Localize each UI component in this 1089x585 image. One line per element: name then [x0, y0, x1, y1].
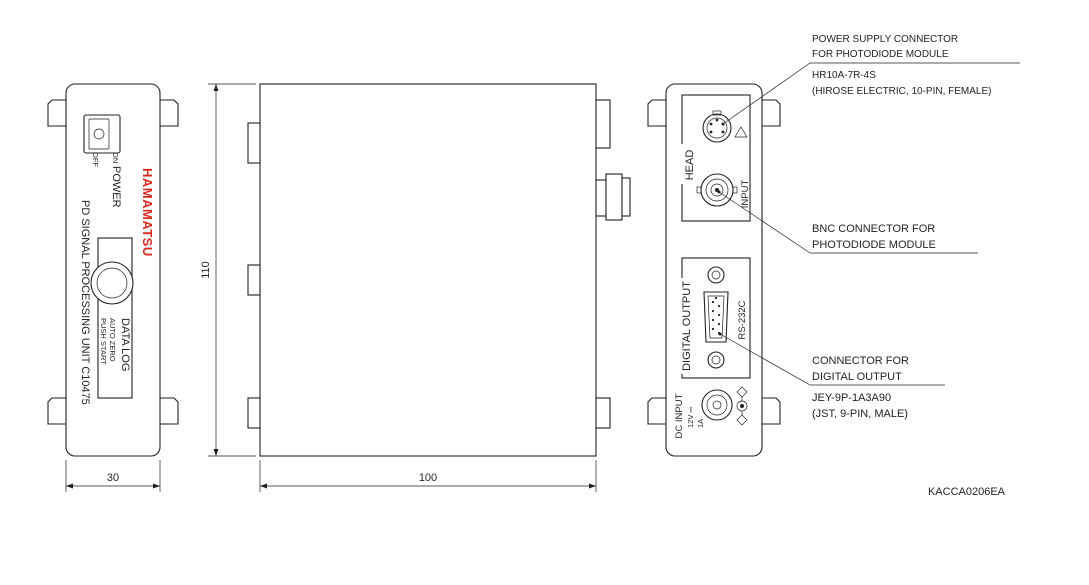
dc-input-jack [701, 389, 733, 421]
data-log-text: DATA LOG [119, 318, 131, 371]
auto-zero-text: AUTO ZERO [108, 318, 117, 362]
power-supply-line1: POWER SUPPLY CONNECTOR [812, 34, 958, 45]
side-body [259, 83, 597, 457]
height-label: 110 [200, 261, 212, 279]
warning-triangle-icon [734, 126, 748, 138]
power-label: POWER [110, 166, 122, 208]
digital-line2: DIGITAL OUTPUT [812, 371, 902, 383]
depth-label: 100 [419, 472, 437, 484]
rs232c-label: RS-232C [737, 300, 748, 339]
power-supply-line2: FOR PHOTODIODE MODULE [812, 49, 949, 60]
side-view [247, 83, 631, 457]
dimension-height: 110 [200, 83, 256, 457]
callout-bnc: BNC CONNECTOR FOR PHOTODIODE MODULE [717, 190, 978, 254]
input-label: INPUT [740, 180, 751, 209]
data-log-panel [97, 237, 133, 399]
dc-current-label: 1A [696, 419, 705, 428]
digital-note: (JST, 9-PIN, MALE) [812, 408, 908, 420]
product-name-text: PD SIGNAL PROCESSING UNIT C10475 [79, 200, 91, 405]
polarity-icon [736, 386, 748, 426]
rear-panel-body [665, 83, 763, 457]
push-start-text: PUSH START [99, 318, 108, 365]
rear-view: HEAD INPUT DIGITAL OUTPUT [647, 83, 781, 457]
bnc-line1: BNC CONNECTOR FOR [812, 223, 935, 235]
dc-voltage-label: 12V ⎓ [686, 406, 695, 428]
callout-digital-output: CONNECTOR FOR DIGITAL OUTPUT JEY-9P-1A3A… [718, 332, 945, 420]
power-supply-part: HR10A-7R-4S [812, 70, 876, 81]
width-label: 30 [107, 472, 119, 484]
front-view: ON POWER OFF HAMAMATSU PD SIGNAL PROCESS… [47, 83, 179, 457]
rs232c-connector [703, 266, 729, 369]
dimension-width: 30 [65, 460, 161, 492]
power-switch [83, 114, 121, 154]
power-on-text: ON [111, 152, 120, 163]
dimension-depth: 100 [259, 460, 597, 492]
power-supply-note: (HIROSE ELECTRIC, 10-PIN, FEMALE) [812, 86, 991, 97]
power-supply-connector [702, 110, 732, 143]
hamamatsu-logo: HAMAMATSU [140, 168, 155, 257]
digital-output-label: DIGITAL OUTPUT [681, 281, 693, 371]
power-off-text: OFF [91, 152, 100, 167]
dc-input-label: DC INPUT [674, 393, 685, 438]
drawing-code: KACCA0206EA [928, 486, 1006, 498]
digital-part: JEY-9P-1A3A90 [812, 392, 891, 404]
digital-line1: CONNECTOR FOR [812, 355, 909, 367]
callout-power-supply: POWER SUPPLY CONNECTOR FOR PHOTODIODE MO… [721, 34, 1020, 126]
bnc-line2: PHOTODIODE MODULE [812, 239, 936, 251]
head-label: HEAD [684, 150, 696, 181]
